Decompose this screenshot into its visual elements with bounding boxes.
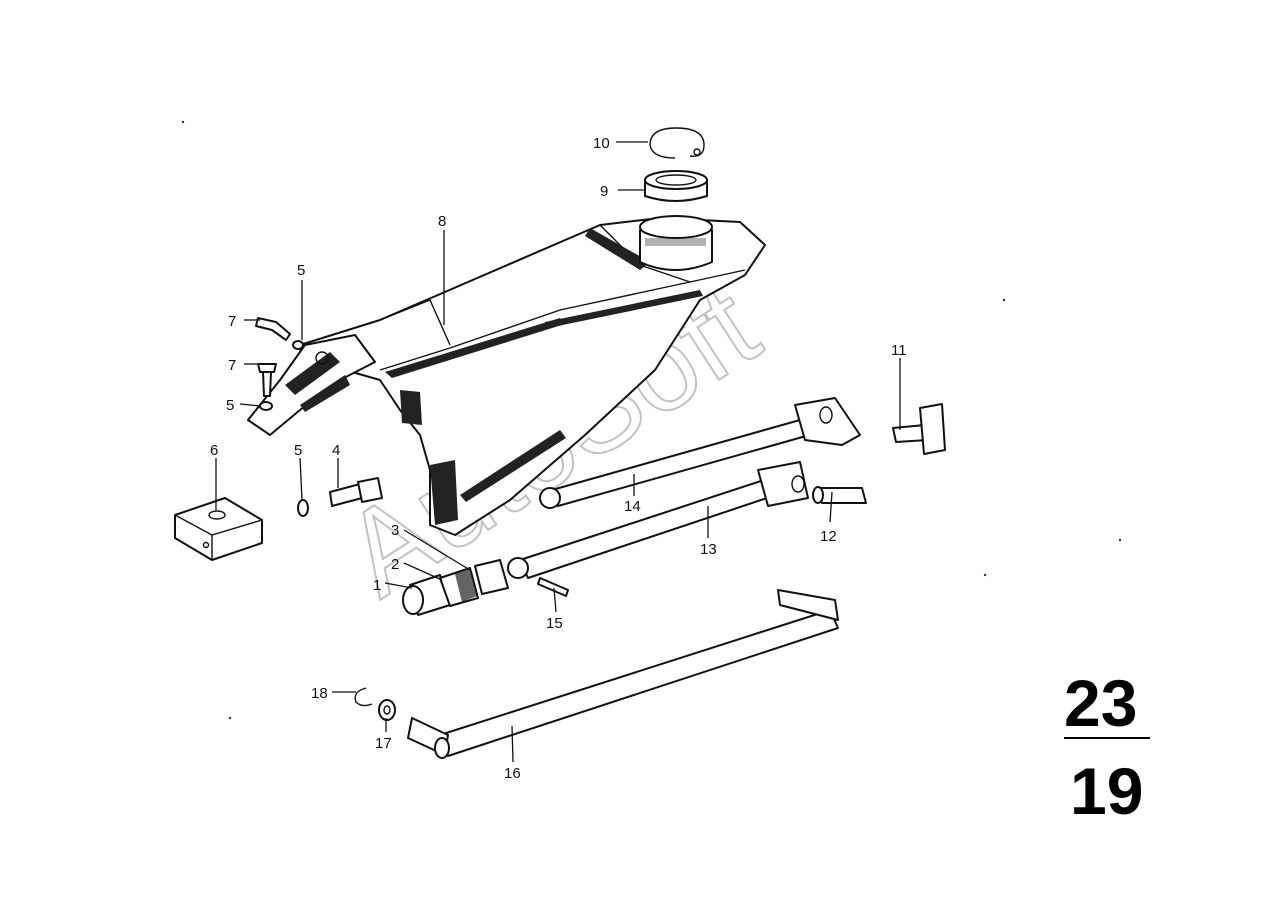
part-16-lever-arm xyxy=(407,589,839,759)
callout-9: 9 xyxy=(600,183,608,200)
callout-11: 11 xyxy=(891,342,907,359)
part-1-2-3-bushes xyxy=(402,559,509,616)
callout-7b: 7 xyxy=(228,357,236,374)
part-5-washers xyxy=(259,340,309,517)
callout-16: 16 xyxy=(504,765,521,782)
callout-5b: 5 xyxy=(226,397,234,414)
callout-12: 12 xyxy=(820,528,837,545)
callout-5a: 5 xyxy=(297,262,305,279)
callout-15: 15 xyxy=(546,615,563,632)
callout-10: 10 xyxy=(593,135,610,152)
callout-13: 13 xyxy=(700,541,717,558)
part-12-pin xyxy=(812,486,867,504)
group-number-top: 23 xyxy=(1064,666,1137,740)
callout-3: 3 xyxy=(391,522,399,539)
part-14-rod xyxy=(539,397,861,509)
callout-7a: 7 xyxy=(228,313,236,330)
part-8-housing xyxy=(247,215,766,536)
callout-4: 4 xyxy=(332,442,340,459)
callout-2: 2 xyxy=(391,556,399,573)
part-10-circlip xyxy=(649,127,705,159)
part-17-18-washer-clip xyxy=(354,687,396,721)
part-6-block xyxy=(174,497,263,561)
callout-6: 6 xyxy=(210,442,218,459)
stray-marks xyxy=(181,120,1122,720)
callout-18: 18 xyxy=(311,685,328,702)
callout-1: 1 xyxy=(373,577,381,594)
part-9-bush xyxy=(644,170,708,202)
part-4-bolt xyxy=(329,477,383,507)
part-13-selector-rod xyxy=(507,461,809,579)
part-15-spring-pin xyxy=(537,577,569,597)
leader-lines xyxy=(215,141,901,763)
callout-5c: 5 xyxy=(294,442,302,459)
callout-14: 14 xyxy=(624,498,641,515)
group-number-bottom: 19 xyxy=(1070,754,1143,828)
callout-17: 17 xyxy=(375,735,392,752)
part-11-hinge-pin xyxy=(892,403,946,455)
callouts: 10 9 8 5 7 7 5 6 5 4 3 2 1 11 14 12 13 1… xyxy=(210,135,907,782)
part-7-bolts xyxy=(255,317,291,397)
group-number: 23 19 xyxy=(1064,666,1150,828)
callout-8: 8 xyxy=(438,213,446,230)
